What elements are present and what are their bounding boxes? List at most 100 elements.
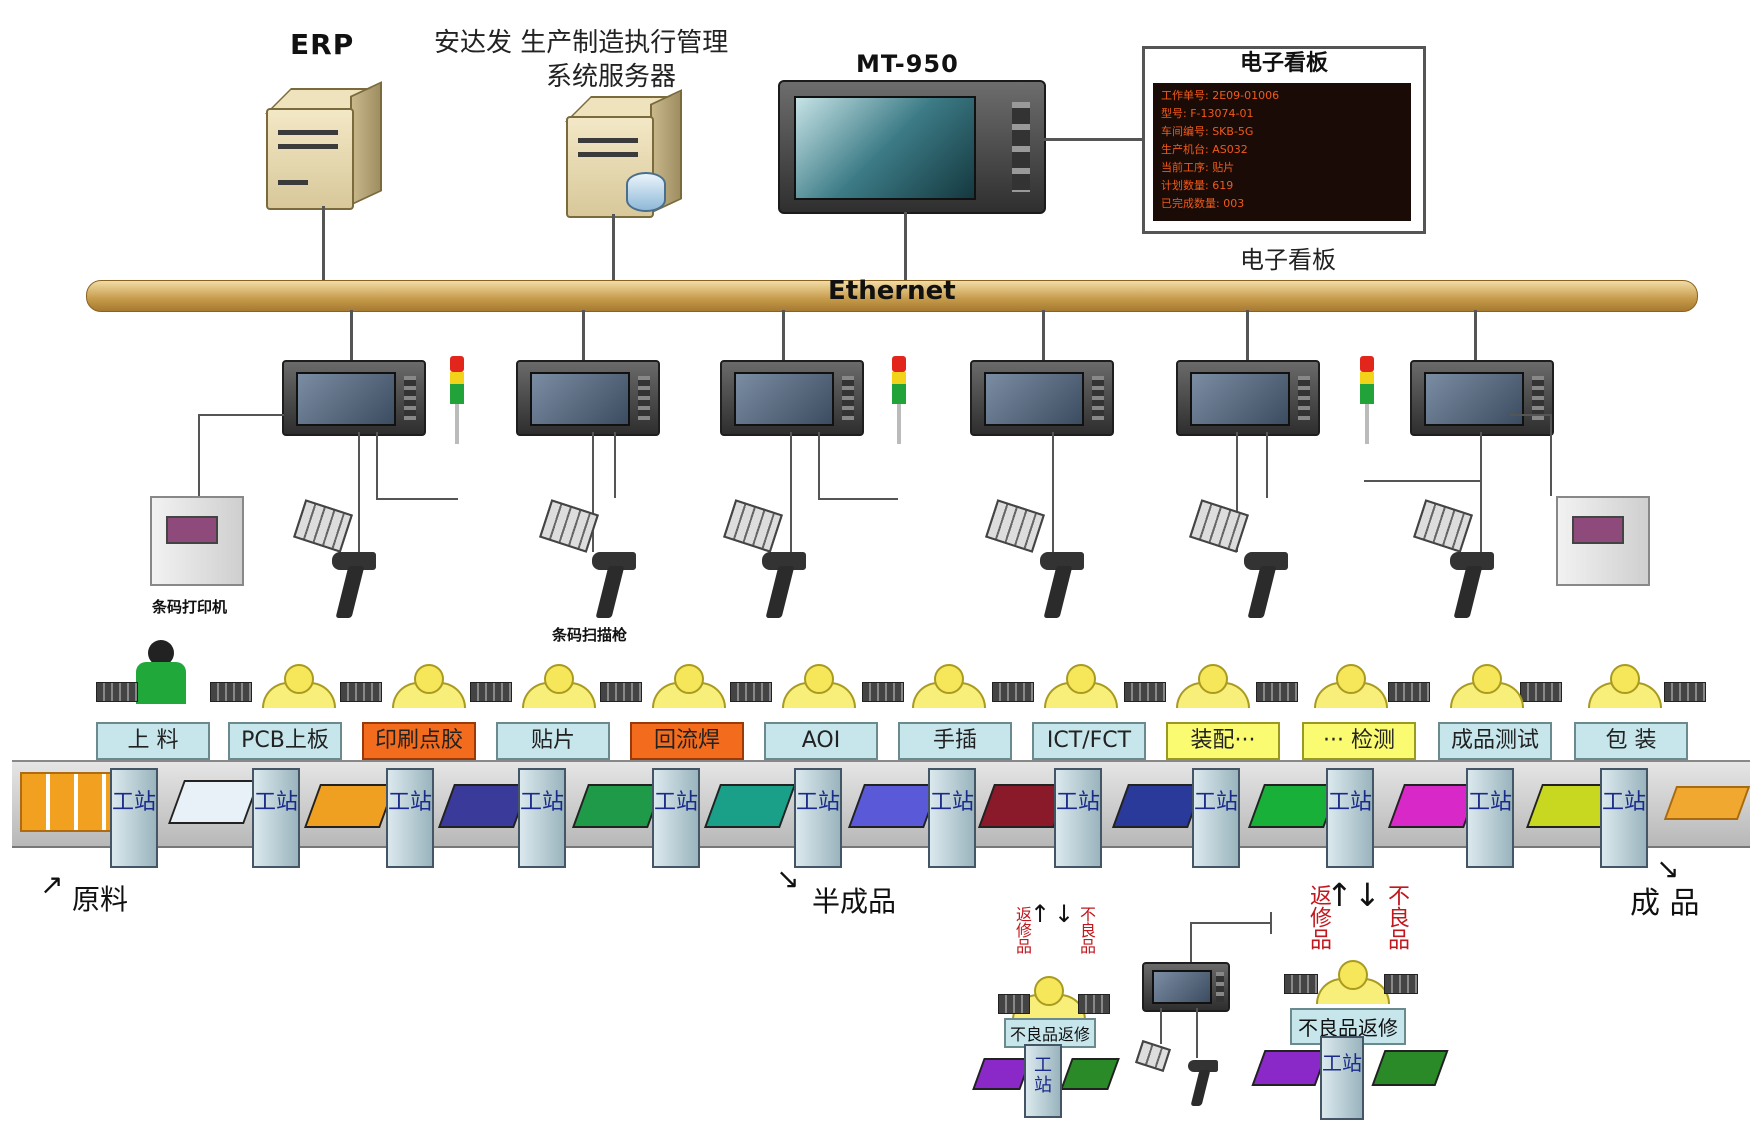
station-post: 工站 <box>1320 1036 1364 1120</box>
mes-server-label-2: 系统服务器 <box>546 62 677 92</box>
scanner-gun-icon <box>1450 552 1494 618</box>
board-line: 计划数量: 619 <box>1161 179 1234 192</box>
station-label: ··· 检测 <box>1302 722 1416 760</box>
scanner-gun-icon <box>762 552 806 618</box>
keypad-icon <box>1413 499 1473 553</box>
erp-label: ERP <box>290 28 355 61</box>
workstation-desk-icon <box>1256 682 1298 702</box>
workstation-desk-icon <box>1384 974 1418 994</box>
board-caption: 电子看板 <box>1240 246 1336 274</box>
station-label: AOI <box>764 722 878 760</box>
station-post: 工站 <box>1466 768 1514 868</box>
station-post-label: 工站 <box>1602 790 1647 815</box>
pcb-icon <box>1251 1050 1329 1086</box>
workstation-desk-icon <box>1664 682 1706 702</box>
workstation-desk-icon <box>470 682 512 702</box>
station-post: 工站 <box>1024 1044 1062 1118</box>
ethernet-bus <box>86 280 1698 312</box>
station-post: 工站 <box>386 768 434 868</box>
workstation-desk-icon <box>600 682 642 702</box>
board-title: 电子看板 <box>1239 51 1328 76</box>
station-post: 工站 <box>794 768 842 868</box>
finished-arrow-icon: ↘ <box>1656 852 1680 885</box>
andon-light-icon <box>450 356 464 444</box>
station-post-label: 工站 <box>930 790 975 815</box>
workstation-desk-icon <box>862 682 904 702</box>
terminal-4 <box>970 360 1114 436</box>
board-line: 已完成数量: 003 <box>1161 197 1245 210</box>
workstation-desk-icon <box>210 682 252 702</box>
barcode-printer-label: 条码打印机 <box>152 598 228 616</box>
operator-icon <box>1176 664 1250 708</box>
station-label: 手插 <box>898 722 1012 760</box>
operator-icon <box>652 664 726 708</box>
operator-icon <box>912 664 986 708</box>
pcb-icon <box>703 784 797 828</box>
return-goods-label: 返修品 <box>1013 906 1032 954</box>
workstation-desk-icon <box>1520 682 1562 702</box>
operator-icon <box>1314 664 1388 708</box>
keypad-icon <box>1135 1039 1171 1073</box>
raw-material-arrow-icon: ↗ <box>40 868 64 901</box>
raw-material-icon <box>20 772 112 832</box>
down-arrow-icon: ↓ <box>1354 876 1381 914</box>
station-post: 工站 <box>1600 768 1648 868</box>
return-goods-label: 返修品 <box>1306 884 1331 950</box>
scanner-gun-icon <box>1040 552 1084 618</box>
operator-icon <box>1316 960 1390 1004</box>
board-line: 工作单号: 2E09-01006 <box>1161 89 1280 102</box>
workstation-desk-icon <box>730 682 772 702</box>
down-arrow-icon: ↓ <box>1054 900 1075 928</box>
terminal-1 <box>282 360 426 436</box>
pcb-icon <box>437 784 531 828</box>
bad-goods-label: 不良品 <box>1384 884 1409 950</box>
pcb-icon <box>1060 1058 1120 1090</box>
station-post: 工站 <box>252 768 300 868</box>
station-post-label: 工站 <box>254 790 299 815</box>
operator-icon <box>1044 664 1118 708</box>
station-post: 工站 <box>1054 768 1102 868</box>
operator-icon <box>522 664 596 708</box>
mt950-label: MT-950 <box>856 50 959 78</box>
station-label: 包 装 <box>1574 722 1688 760</box>
finished-goods-icon <box>1663 786 1750 820</box>
station-post: 工站 <box>1192 768 1240 868</box>
mt950-terminal <box>778 80 1046 214</box>
keypad-icon <box>723 499 783 553</box>
up-arrow-icon: ↑ <box>1030 900 1051 928</box>
board-display: 工作单号: 2E09-01006 型号: F-13074-01 车间编号: SK… <box>1153 83 1411 221</box>
operator-icon <box>1450 664 1524 708</box>
station-post: 工站 <box>652 768 700 868</box>
terminal-5 <box>1176 360 1320 436</box>
station-post-label: 工站 <box>654 790 699 815</box>
station-post: 工站 <box>928 768 976 868</box>
raw-material-label: 原料 <box>72 883 129 916</box>
workstation-desk-icon <box>1124 682 1166 702</box>
pcb-icon <box>847 784 941 828</box>
andon-light-icon <box>892 356 906 444</box>
board-line: 车间编号: SKB-5G <box>1161 125 1254 138</box>
workstation-desk-icon <box>1388 682 1430 702</box>
station-post: 工站 <box>518 768 566 868</box>
green-operator-icon <box>136 640 186 704</box>
workstation-desk-icon <box>1078 994 1110 1014</box>
station-post-label: 工站 <box>1468 790 1513 815</box>
workstation-desk-icon <box>1284 974 1318 994</box>
station-label: PCB上板 <box>228 722 342 760</box>
operator-icon <box>262 664 336 708</box>
pcb-icon <box>1371 1050 1449 1086</box>
workstation-desk-icon <box>992 682 1034 702</box>
station-post-label: 工站 <box>1194 790 1239 815</box>
station-post-label: 工站 <box>520 790 565 815</box>
semi-arrow-icon: ↘ <box>776 862 800 895</box>
keypad-icon <box>1189 499 1249 553</box>
pcb-icon <box>571 784 665 828</box>
up-arrow-icon: ↑ <box>1326 876 1353 914</box>
ethernet-label: Ethernet <box>828 276 956 306</box>
workstation-desk-icon <box>340 682 382 702</box>
station-label: 印刷点胶 <box>362 722 476 760</box>
barcode-printer-icon <box>1556 496 1650 586</box>
station-label: 成品测试 <box>1438 722 1552 760</box>
keypad-icon <box>293 499 353 553</box>
pcb-icon <box>167 780 261 824</box>
